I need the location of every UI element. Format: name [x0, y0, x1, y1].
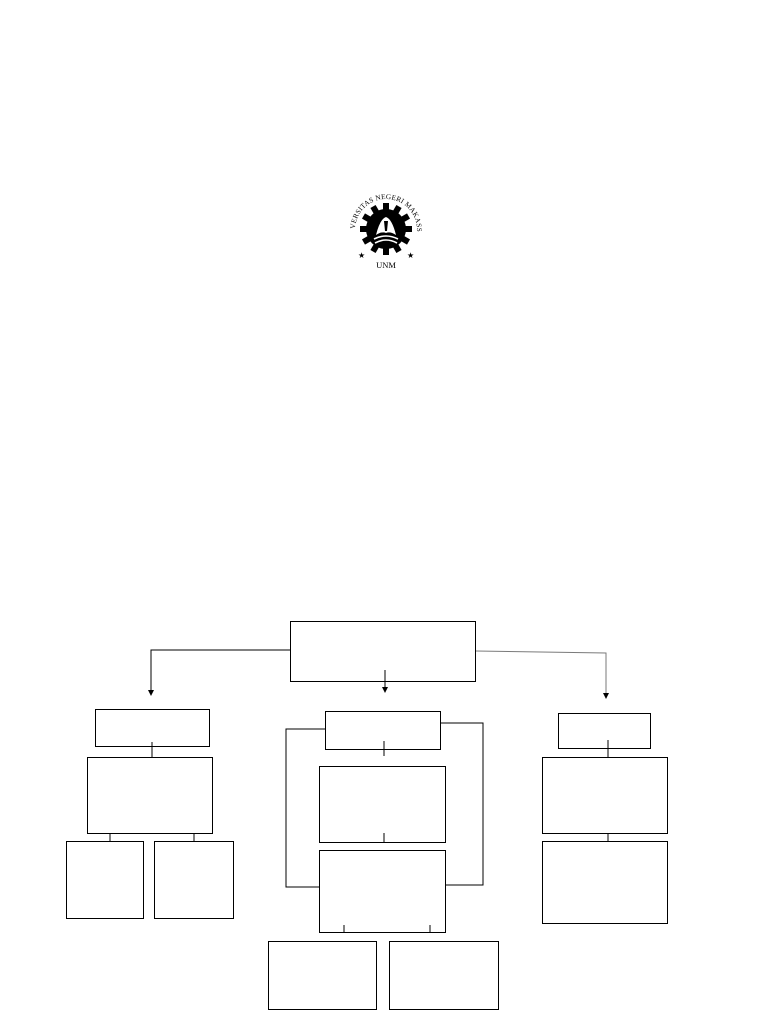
center-bottom-box-1	[268, 941, 377, 1010]
right-middle-box	[542, 757, 668, 834]
right-bottom-box	[542, 841, 668, 924]
center-loop-right	[441, 722, 484, 886]
center-header-box	[325, 711, 441, 750]
center-loop-left	[285, 728, 325, 888]
connector-left	[150, 649, 290, 690]
right-header-box	[558, 713, 651, 749]
left-header-box	[95, 709, 210, 747]
left-bottom-box-1	[66, 841, 144, 919]
arrowhead-left-icon	[148, 690, 154, 696]
arrowhead-right-icon	[603, 693, 609, 699]
center-bottom-box-2	[389, 941, 499, 1010]
svg-text:★: ★	[407, 251, 414, 260]
logo-abbreviation: UNM	[376, 260, 396, 270]
university-logo: UNIVERSITAS NEGERI MAKASSAR	[343, 186, 429, 272]
left-bottom-box-2	[154, 841, 234, 919]
center-lower-box	[319, 850, 446, 933]
arrowhead-center-icon	[382, 687, 388, 693]
center-middle-box	[319, 766, 446, 843]
unm-seal-icon: UNIVERSITAS NEGERI MAKASSAR	[343, 186, 423, 270]
left-middle-box	[87, 757, 213, 834]
svg-text:★: ★	[358, 251, 365, 260]
connector-right	[475, 650, 607, 693]
top-box	[290, 621, 476, 682]
